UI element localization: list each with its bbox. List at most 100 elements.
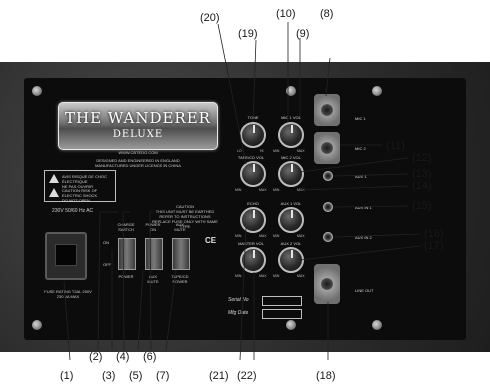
mic1-jack[interactable] [314,94,340,126]
callout-16: (16) [424,228,444,240]
switch3-top-label: AUX MUTE [174,222,186,232]
screw-bottom-left [32,320,42,330]
aux2-min-label: MIN [273,274,280,278]
iec-power-socket[interactable] [45,232,87,280]
aux1-jack-label: AUX 1 [355,174,367,179]
warning-triangle-icon [49,188,59,197]
mic2-min-label: MIN [273,188,280,192]
callout-19: (19) [238,28,258,40]
aux1-vol-knob[interactable] [278,207,304,233]
charge-switch[interactable] [118,238,136,270]
designed-text: DESIGNED AND ENGINEERED IN ENGLAND MANUF… [95,158,181,168]
line-out-jack[interactable] [314,264,340,304]
mic2-jack-label: MIC 2 [355,146,366,151]
warning-caution: CAUTION RISK OF ELECTRIC SHOCK DO NOT OP… [62,188,111,203]
warning-caution-text: RISK OF ELECTRIC SHOCK DO NOT OPEN [62,188,98,203]
mfg-date-label: Mfg Date [228,310,249,316]
switch2-bottom-label: AUX MUTE [147,274,159,284]
master-vol-label: MASTER VOL [238,241,264,246]
mic1-vol-knob[interactable] [278,122,304,148]
tone-lo-label: LO [237,149,242,153]
callout-2: (2) [89,351,103,363]
tape-cd-vol-label: TAPE/CD VOL [237,155,265,160]
serial-no-box [262,296,302,306]
callout-21: (21) [209,370,229,382]
callout-11: (11) [386,140,405,152]
mic1-vol-label: MIC 1 VOL [281,115,301,120]
warning-row-caution: CAUTION RISK OF ELECTRIC SHOCK DO NOT OP… [49,187,111,203]
line-out-label: LINE OUT [355,288,374,293]
switch-on-label: ON [103,240,109,245]
website-text: WWW.CBTEDO.COM [118,150,158,155]
callout-3: (3) [102,370,116,382]
brand-logo: THE WANDERER DELUXE [58,102,218,150]
master-min-label: MIN [235,274,242,278]
tone-knob[interactable] [240,122,266,148]
mic2-vol-knob[interactable] [278,161,304,187]
callout-6: (6) [143,351,157,363]
jack-hole [321,104,333,116]
aux-in-1-jack[interactable] [323,202,333,212]
mic1-jack-label: MIC 1 [355,116,366,121]
screw-top-middle [286,86,296,96]
callout-22: (22) [237,370,257,382]
mic2-vol-label: MIC 2 VOL [281,155,301,160]
aux2-max-label: MAX [297,274,305,278]
power-switch[interactable] [145,238,163,270]
screw-top-left [32,86,42,96]
screw-bottom-middle [286,320,296,330]
mfg-date-box [262,309,302,319]
callout-14: (14) [412,180,432,192]
switch3-bottom-label: TAPE/CD POWER [171,274,189,284]
voltage-label: 230V 50/60 Hz AC [52,208,94,214]
aux1-max-label: MAX [297,234,305,238]
callout-12: (12) [412,152,432,164]
mic1-max-label: MAX [297,149,305,153]
tape-max-label: MAX [259,188,267,192]
callout-20: (20) [200,12,220,24]
echo-min-label: MIN [235,234,242,238]
callout-15: (15) [412,200,432,212]
tape-cd-vol-knob[interactable] [240,161,266,187]
socket-opening [55,244,77,266]
switch2-top-label: POWER ON [145,222,161,232]
callout-17: (17) [424,240,444,252]
fuse-rating-label: FUSE RATING T2AL 250V 230 VA MAX [44,289,92,299]
switch1-top-label: CHARGE SWITCH [117,222,135,232]
echo-label: ECHO [247,201,259,206]
echo-max-label: MAX [259,234,267,238]
echo-knob[interactable] [240,207,266,233]
tone-hi-label: HI [260,149,264,153]
callout-8: (8) [320,8,334,20]
aux1-vol-label: AUX 1 VOL [280,201,302,206]
switch1-bottom-label: POWER [118,274,134,279]
screw-top-right [372,86,382,96]
warning-row-avis: AVIS RISQUE DE CHOC ÉLECTRIQUE NE PAS OU… [49,173,111,189]
jack-hole [321,278,333,290]
serial-no-label: Serial No [228,297,249,303]
callout-18: (18) [316,370,336,382]
aux2-vol-label: AUX 2 VOL [280,241,302,246]
ce-mark: CE [205,236,217,245]
logo-title: THE WANDERER [65,109,211,127]
callout-1: (1) [60,370,74,382]
caution-earth-text: CAUTION THIS UNIT MUST BE EARTHED REFER … [152,204,218,229]
aux1-min-label: MIN [273,234,280,238]
callout-7: (7) [156,370,170,382]
callout-5: (5) [129,370,143,382]
tape-min-label: MIN [235,188,242,192]
jack-hole [321,142,333,154]
screw-bottom-right [372,320,382,330]
warning-avis-text: RISQUE DE CHOC ÉLECTRIQUE NE PAS OUVRIR [62,174,107,189]
mic2-jack[interactable] [314,132,340,164]
master-max-label: MAX [259,274,267,278]
warning-triangle-icon [49,174,59,183]
warning-caution-title: CAUTION [62,188,80,193]
callout-9: (9) [296,28,310,40]
warning-box: AVIS RISQUE DE CHOC ÉLECTRIQUE NE PAS OU… [44,170,116,203]
aux1-mini-jack[interactable] [323,171,333,181]
callout-13: (13) [412,168,432,180]
aux-in-2-jack[interactable] [323,232,333,242]
aux-mute-switch[interactable] [172,238,190,270]
